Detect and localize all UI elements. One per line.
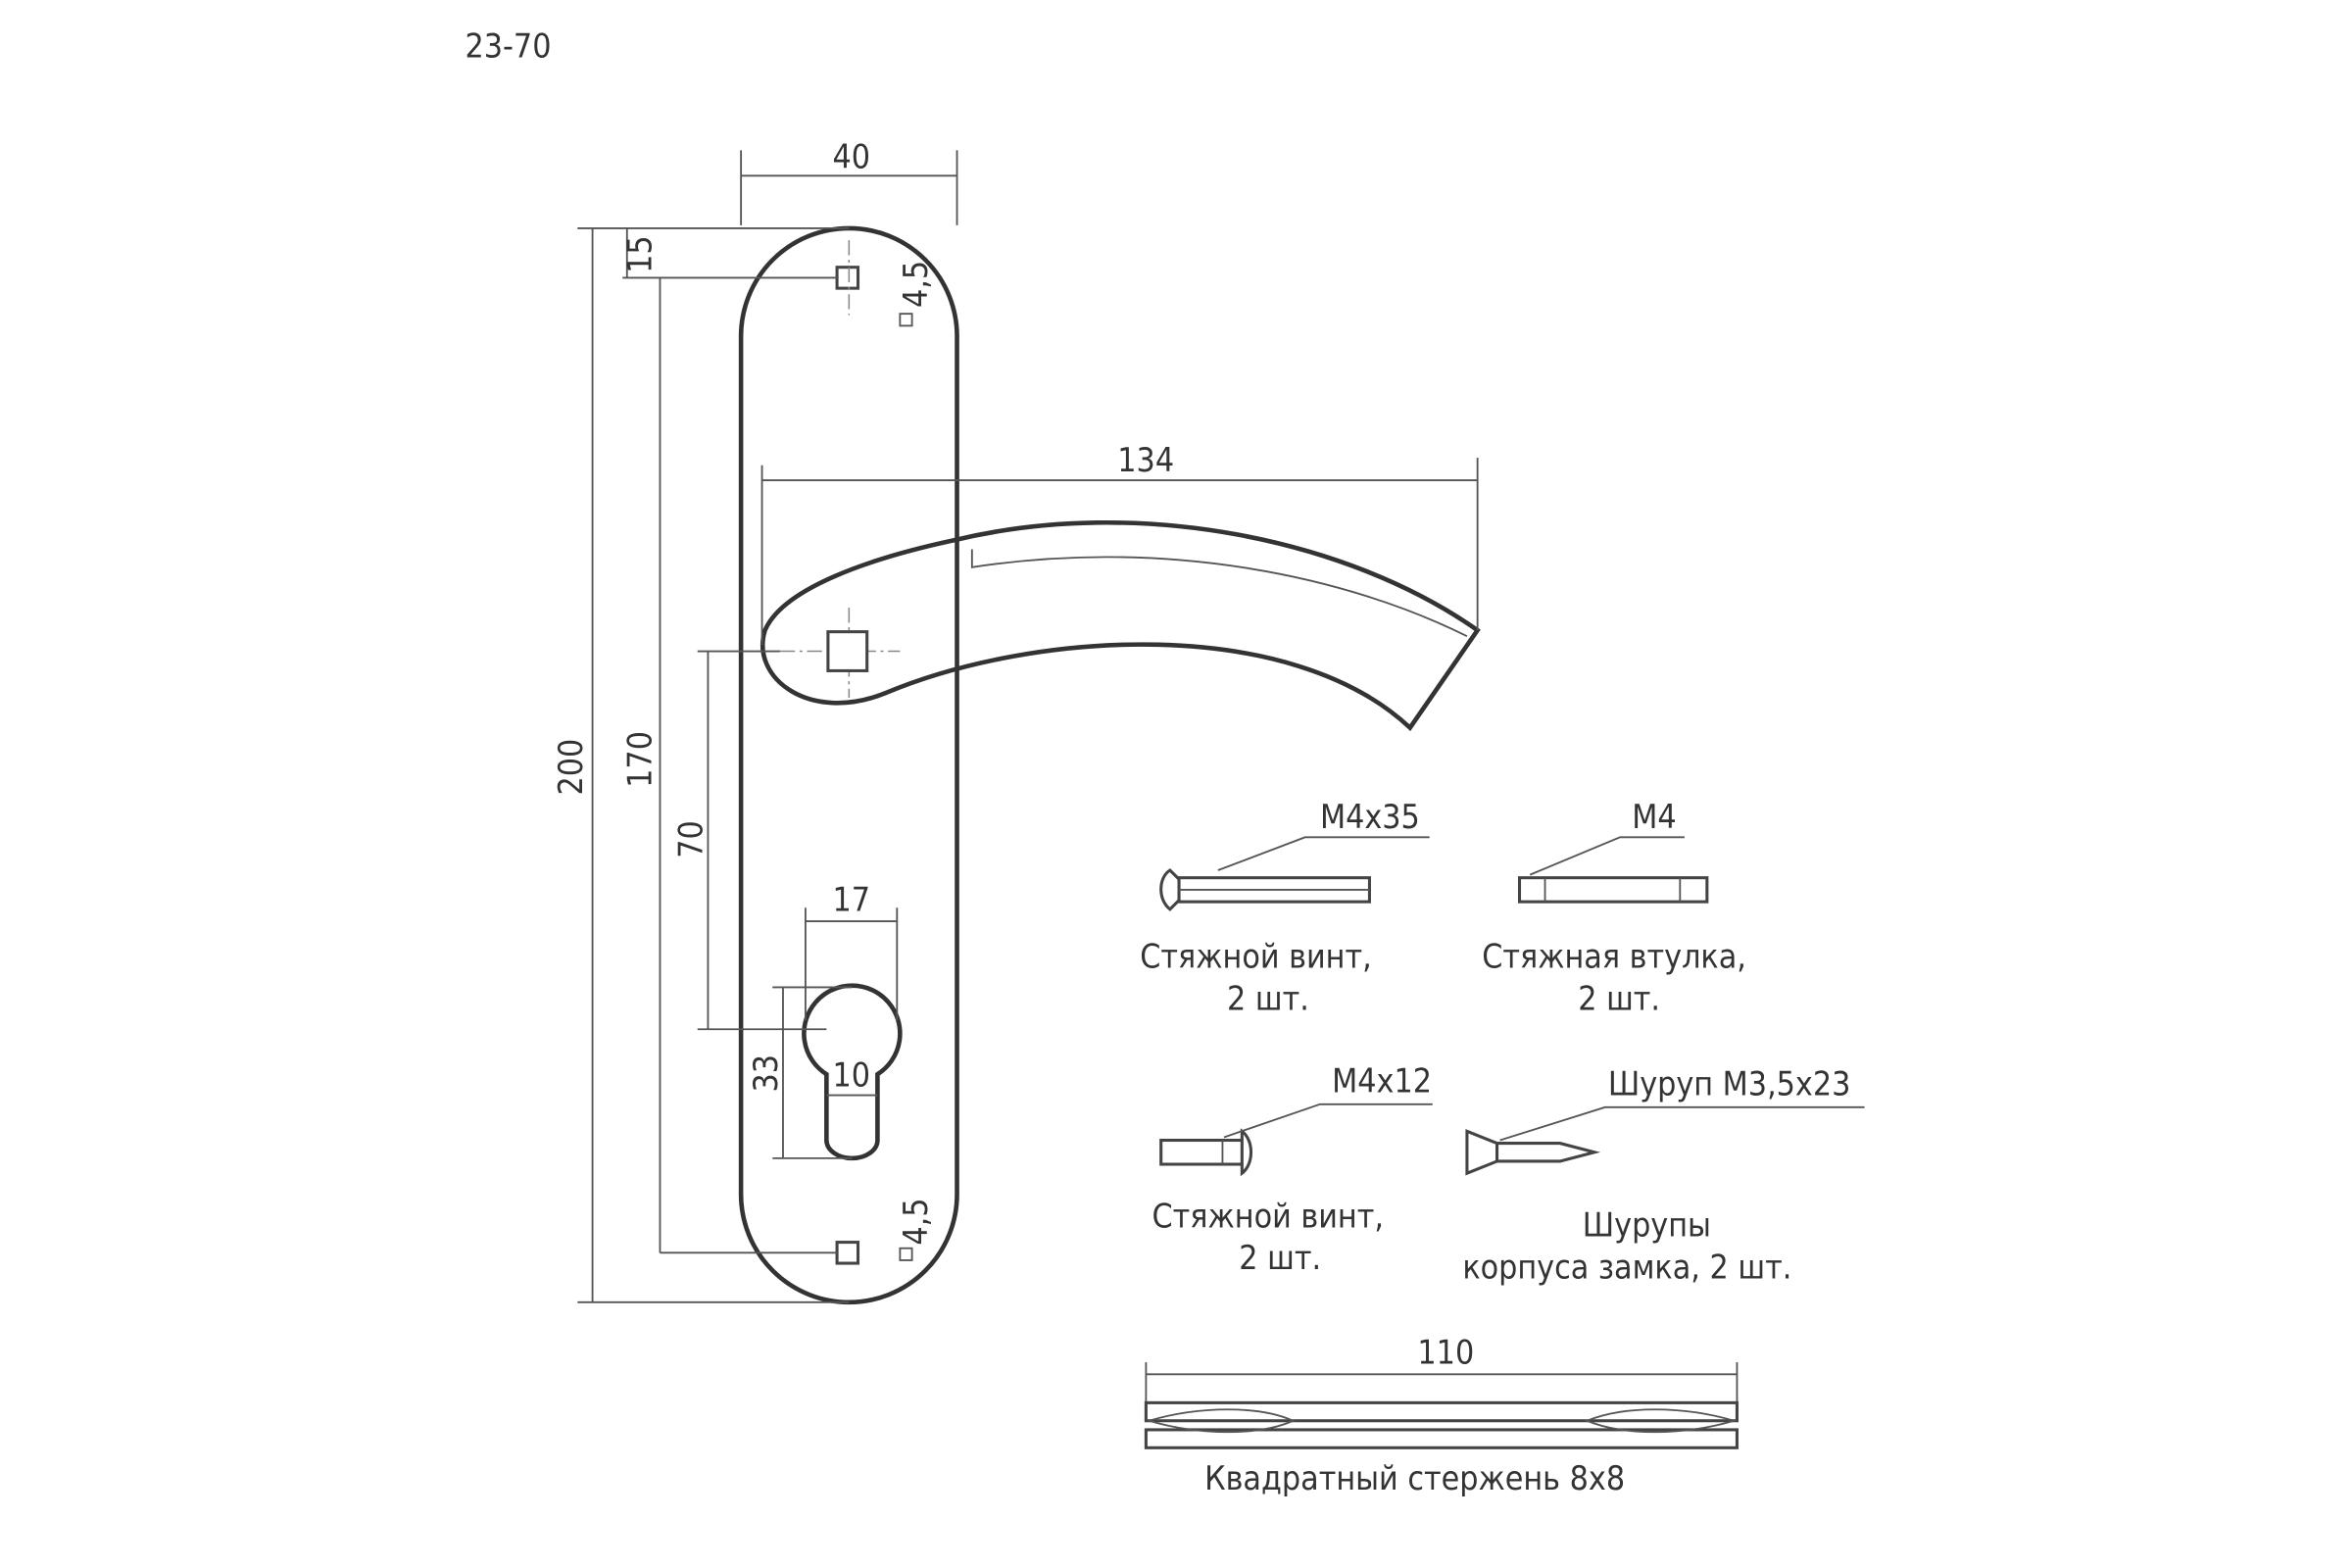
part-qty: корпуса замка, 2 шт. (1462, 1248, 1791, 1286)
square-rod: 110 Квадратный стержень 8x8 (1144, 1334, 1739, 1497)
dimension-lines (577, 150, 1739, 1403)
model-number: 23-70 (465, 26, 551, 65)
part-screw-m4x35: M4x35 Стяжной винт, 2 шт. (1140, 798, 1430, 1017)
dim-hole-top: 4,5 (897, 261, 935, 308)
lever-handle (760, 520, 1481, 732)
dim-top-offset: 15 (620, 235, 659, 273)
dim-handle-to-cylinder: 70 (671, 820, 710, 858)
part-sleeve-m4: M4 Стяжная втулка, 2 шт. (1482, 798, 1746, 1017)
top-screw-hole (835, 266, 860, 290)
dim-hole-spacing: 170 (620, 731, 659, 788)
square-symbol-icon (899, 1247, 913, 1261)
handle-insert-line (970, 549, 1468, 638)
part-screw-m4x12: M4x12 Стяжной винт, 2 шт. (1152, 1062, 1433, 1277)
dim-total-height: 200 (552, 739, 590, 796)
dim-handle-length: 134 (1117, 441, 1174, 479)
part-spec: Шуруп М3,5x23 (1608, 1065, 1851, 1103)
part-qty: 2 шт. (1578, 979, 1660, 1017)
bottom-screw-hole (835, 1241, 860, 1265)
dim-cylinder-slot: 10 (832, 1055, 870, 1094)
part-name: Стяжная втулка, (1482, 938, 1746, 976)
dim-rod-length: 110 (1417, 1334, 1474, 1372)
spindle-square (826, 630, 869, 672)
part-qty: 2 шт. (1239, 1239, 1321, 1277)
part-name: Стяжной винт, (1140, 938, 1371, 976)
part-name: Стяжной винт, (1152, 1197, 1384, 1235)
escutcheon-plate (738, 225, 959, 1305)
part-spec: M4 (1632, 798, 1676, 836)
part-name: Шурупы (1583, 1205, 1711, 1244)
part-spec: M4x35 (1320, 798, 1420, 836)
part-qty: 2 шт. (1227, 979, 1309, 1017)
dim-plate-width: 40 (832, 138, 870, 176)
dim-cylinder-width: 17 (832, 880, 870, 918)
part-spec: M4x12 (1332, 1062, 1432, 1101)
square-symbol-icon (899, 313, 913, 327)
rod-label: Квадратный стержень 8x8 (1204, 1459, 1625, 1497)
part-wood-screw: Шуруп М3,5x23 Шурупы корпуса замка, 2 шт… (1462, 1065, 1865, 1286)
dim-cylinder-height: 33 (747, 1054, 785, 1093)
dim-hole-bottom: 4,5 (897, 1199, 935, 1246)
